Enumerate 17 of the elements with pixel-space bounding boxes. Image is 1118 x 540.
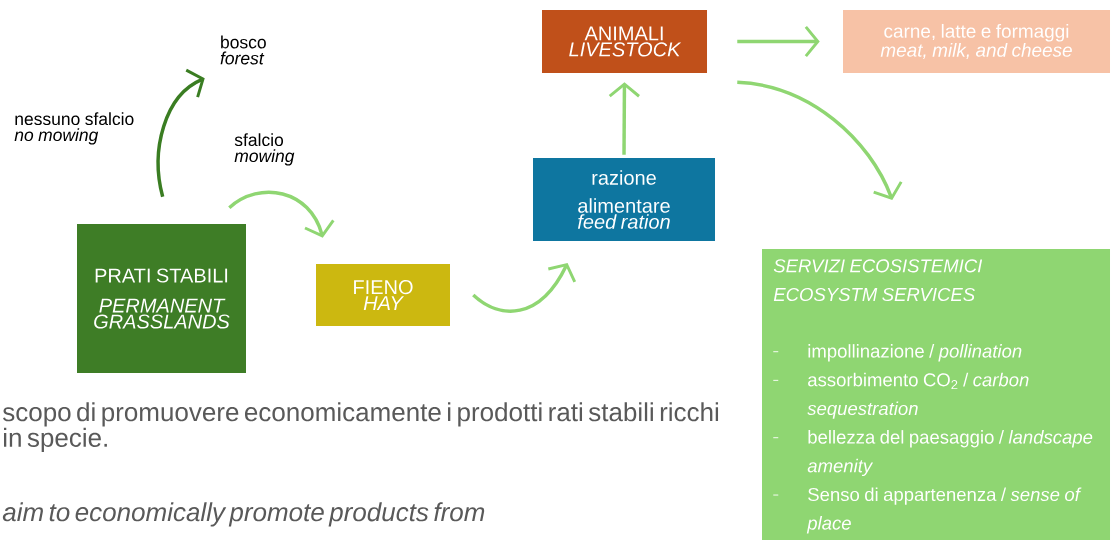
arrow	[608, 82, 640, 155]
arrow	[472, 262, 577, 313]
product-box: carne, latte e formaggi meat, milk, and cheese	[843, 10, 1110, 73]
process-box: FIENO HAY	[316, 264, 450, 326]
services-box: SERVIZI ECOSISTEMICI ECOSYSTM SERVICES impollinazione / pollination assorbimento CO$_{2}$ / carbon sequestration bellezza del paesaggio / landscape amenity Senso di appartenenza / sense of place	[762, 249, 1110, 540]
process-box: PRATI STABILI PERMANENT GRASSLANDS	[77, 224, 246, 373]
arrow	[737, 25, 820, 58]
outcome-text: bosco forest	[220, 35, 266, 65]
arrow	[156, 68, 205, 198]
note-text: aim to economically promote products from	[2, 502, 485, 527]
process-box: ANIMALI LIVESTOCK	[542, 10, 707, 73]
note-text: scopo di promuovere economicamente i prodotti rati stabili ricchi in specie.	[3, 402, 719, 453]
edge-label: sfalcio mowing	[234, 133, 295, 166]
arrow	[228, 190, 335, 238]
process-box: razione alimentare feed ration	[533, 158, 715, 241]
arrow	[737, 80, 903, 200]
edge-label: nessuno sfalcio no mowing	[14, 112, 134, 145]
